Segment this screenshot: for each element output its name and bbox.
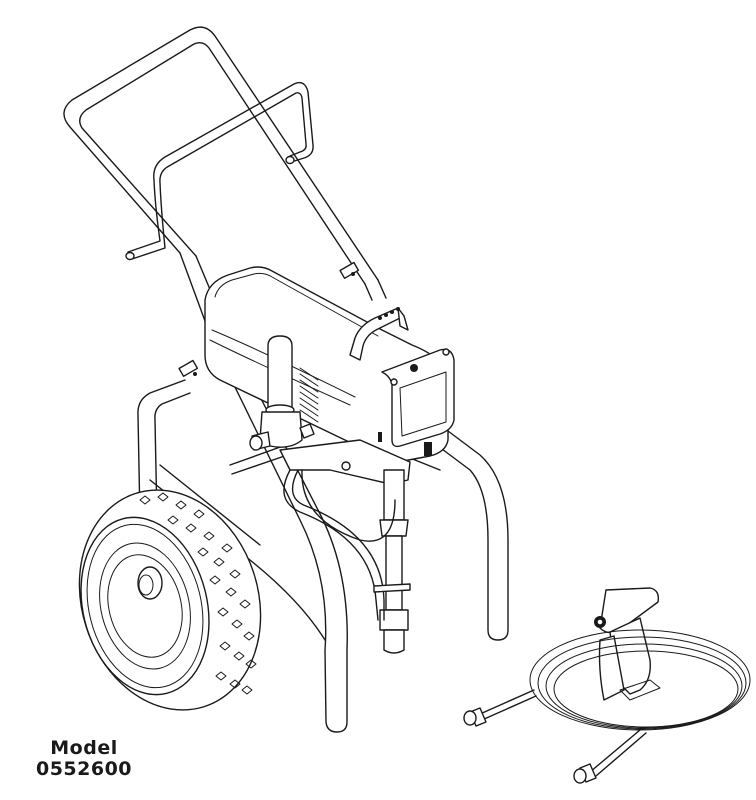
cart-frame <box>137 339 509 733</box>
airless-hose <box>463 629 751 784</box>
pump-assembly <box>249 335 411 654</box>
carry-handle <box>349 307 409 361</box>
model-label: Model 0552600 <box>0 738 168 780</box>
wheel <box>78 489 262 711</box>
model-heading: Model <box>50 737 118 759</box>
cart-handle <box>63 26 387 378</box>
motor-housing <box>204 266 455 463</box>
model-number: 0552600 <box>35 758 133 780</box>
